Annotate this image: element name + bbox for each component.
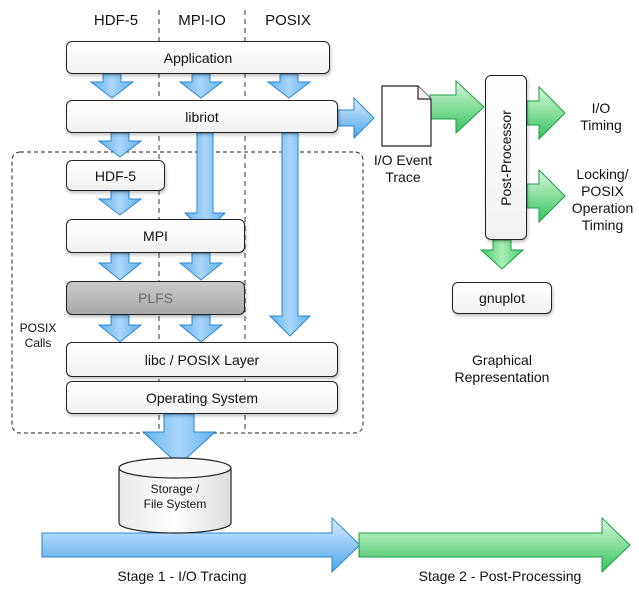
- arrow-app-libriot-2: [178, 73, 224, 99]
- arrow-plfs-libc-1: [97, 314, 143, 343]
- libc-posix-layer: libc / POSIX Layer: [66, 342, 338, 377]
- arrow-pp-locking: [526, 168, 566, 224]
- column-header-hdf5: HDF-5: [93, 12, 139, 29]
- graphical-representation-label: Graphical Representation: [435, 352, 569, 386]
- arrow-app-libriot-3: [266, 73, 312, 99]
- arrow-plfs-libc-2: [178, 314, 224, 343]
- arrow-mpi-plfs-2: [178, 252, 224, 281]
- io-event-trace-label: I/O Event Trace: [360, 152, 446, 186]
- storage-line1: Storage /: [150, 482, 200, 496]
- graphical-line2: Representation: [454, 369, 550, 385]
- arrow-libriot-hdf5: [97, 132, 143, 158]
- trace-line2: Trace: [385, 169, 421, 185]
- libriot-layer: libriot: [66, 100, 338, 133]
- post-processor-label: Post-Processor: [498, 109, 515, 206]
- storage-cylinder-icon: [118, 457, 232, 534]
- io-timing-line1: I/O: [591, 100, 611, 116]
- operating-system-layer: Operating System: [66, 381, 338, 414]
- arrow-mpi-plfs-1: [97, 252, 143, 281]
- locking-line4: Timing: [581, 217, 624, 233]
- trace-line1: I/O Event: [373, 152, 433, 168]
- mpi-layer: MPI: [66, 219, 245, 253]
- arrow-libriot-libc: [268, 132, 312, 337]
- arrow-trace-postprocessor: [429, 79, 485, 135]
- stage1-label: Stage 1 - I/O Tracing: [117, 568, 247, 584]
- locking-timing-label: Locking/ POSIX Operation Timing: [566, 166, 639, 234]
- column-header-posix: POSIX: [265, 12, 311, 29]
- arrow-libriot-mpi: [183, 132, 227, 234]
- stage2-arrow: [358, 516, 631, 574]
- graphical-line1: Graphical: [472, 352, 532, 368]
- document-icon: [381, 85, 432, 147]
- application-layer: Application: [66, 41, 330, 74]
- storage-label: Storage / File System: [125, 482, 225, 512]
- posix-calls-line2: Calls: [24, 336, 52, 350]
- io-timing-line2: Timing: [580, 117, 622, 133]
- locking-line2: POSIX: [581, 183, 624, 199]
- posix-calls-label: POSIX Calls: [18, 321, 58, 351]
- io-timing-label: I/O Timing: [566, 100, 636, 134]
- arrow-hdf5-mpi: [97, 190, 143, 216]
- post-processor-box: Post-Processor: [485, 75, 527, 240]
- column-header-mpiio: MPI-IO: [178, 12, 226, 29]
- arrow-libriot-trace: [337, 96, 375, 140]
- plfs-layer: PLFS: [66, 281, 245, 315]
- locking-line1: Locking/: [576, 166, 629, 182]
- arrow-pp-gnuplot: [479, 239, 525, 270]
- arrow-app-libriot-1: [89, 73, 135, 99]
- arrow-os-storage: [141, 413, 217, 466]
- locking-line3: Operation: [571, 200, 634, 216]
- gnuplot-box: gnuplot: [452, 282, 552, 314]
- storage-line2: File System: [143, 497, 207, 511]
- stage2-label: Stage 2 - Post-Processing: [418, 568, 582, 584]
- stage1-arrow: [41, 516, 361, 574]
- posix-calls-line1: POSIX: [19, 321, 57, 335]
- arrow-pp-io-timing: [526, 85, 566, 141]
- hdf5-layer: HDF-5: [66, 160, 165, 191]
